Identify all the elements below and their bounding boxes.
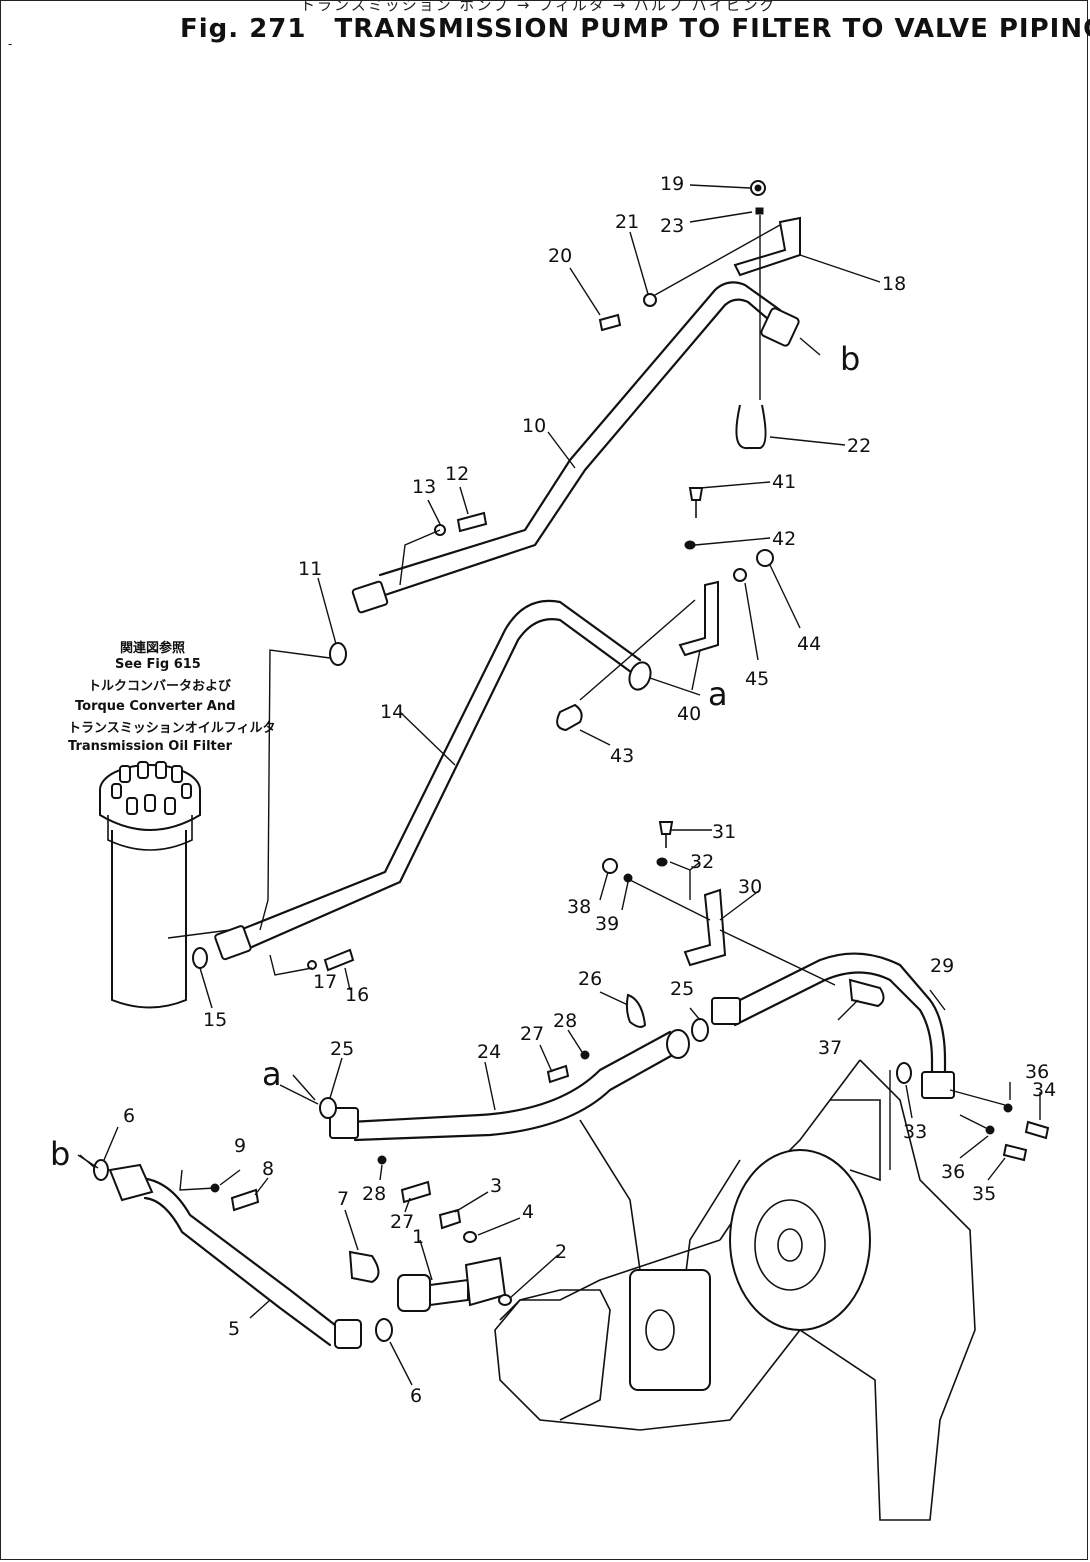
callout: 13 [412, 476, 436, 498]
callout: 36 [1025, 1061, 1049, 1083]
pump-elbow-1 [397, 1256, 507, 1312]
callout: 24 [477, 1041, 501, 1063]
corner-mark: - [8, 37, 12, 51]
callout: 45 [745, 668, 769, 690]
note-line-5: トランスミッションオイルフィルタ [68, 721, 275, 736]
callout: 21 [615, 211, 639, 233]
callout: 20 [548, 245, 572, 267]
clamp-43 [556, 703, 583, 732]
callout: 10 [522, 415, 546, 437]
clamp-37 [848, 978, 885, 1008]
callout: 32 [690, 851, 714, 873]
callout: 2 [555, 1241, 567, 1263]
clamp-7 [348, 1250, 380, 1284]
callout: 34 [1032, 1079, 1056, 1101]
callout: 33 [903, 1121, 927, 1143]
callout: 18 [882, 273, 906, 295]
hardware [93, 180, 1050, 1342]
reference-note: 関連図参照 See Fig 615 トルクコンバータおよび Torque Con… [68, 640, 275, 754]
callout: 26 [578, 968, 602, 990]
callout: 1 [412, 1226, 424, 1248]
callout: 39 [595, 913, 619, 935]
callout: 6 [410, 1385, 422, 1407]
title-japanese: トランスミッション ポンプ → フィルタ → バルブ パイピング [300, 0, 777, 14]
callout: 5 [228, 1318, 240, 1340]
callout: 9 [234, 1135, 246, 1157]
callout: 31 [712, 821, 736, 843]
callout: 17 [313, 971, 337, 993]
note-line-1: 関連図参照 [120, 640, 185, 656]
clamp-26 [625, 993, 647, 1028]
figure-number: Fig. 271 [180, 14, 307, 44]
bracket-30 [683, 888, 727, 967]
callout: 44 [797, 633, 821, 655]
callout: 12 [445, 463, 469, 485]
leader-lines [77, 184, 1041, 1386]
callout: 23 [660, 215, 684, 237]
bracket-18 [733, 216, 801, 277]
oil-filter [99, 761, 201, 1009]
callout: 16 [345, 984, 369, 1006]
callout: 35 [972, 1183, 996, 1205]
callout: 37 [818, 1037, 842, 1059]
hose-5 [108, 1163, 362, 1349]
callout: 15 [203, 1009, 227, 1031]
callout: 4 [522, 1201, 534, 1223]
callout: 28 [362, 1183, 386, 1205]
callout: 38 [567, 896, 591, 918]
note-line-3: トルクコンバータおよび [88, 679, 232, 694]
pipe-29 [711, 952, 955, 1099]
callout: 43 [610, 745, 634, 767]
callout: 11 [298, 558, 322, 580]
mark-a-lower: a [262, 1055, 282, 1093]
note-line-2: See Fig 615 [115, 657, 201, 672]
pipe-10 [351, 281, 800, 614]
callout: 8 [262, 1158, 274, 1180]
connection-marks: b a a b [50, 340, 860, 1173]
callout: 36 [941, 1161, 965, 1183]
note-line-6: Transmission Oil Filter [68, 739, 233, 754]
callout: 30 [738, 876, 762, 898]
callout: 40 [677, 703, 701, 725]
mark-a-upper: a [708, 675, 728, 713]
callout: 19 [660, 173, 684, 195]
callout: 27 [520, 1023, 544, 1045]
callout: 7 [337, 1188, 349, 1210]
callout: 14 [380, 701, 404, 723]
clamp-22 [735, 404, 767, 450]
pipe-14 [214, 599, 652, 961]
callout: 41 [772, 471, 796, 493]
callout: 25 [670, 978, 694, 1000]
transmission-housing [494, 1059, 976, 1521]
pipe-24 [329, 1029, 690, 1142]
callout: 29 [930, 955, 954, 977]
callout: 22 [847, 435, 871, 457]
note-line-4: Torque Converter And [75, 699, 235, 714]
figure-title-text: TRANSMISSION PUMP TO FILTER TO VALVE PIP… [334, 14, 1090, 44]
mark-b-lower: b [50, 1135, 70, 1173]
callout: 25 [330, 1038, 354, 1060]
callout-numbers: 1 2 3 4 5 6 6 7 8 9 10 11 12 13 14 15 16… [123, 173, 1056, 1407]
figure-title: Fig. 271 TRANSMISSION PUMP TO FILTER TO V… [180, 14, 1090, 44]
bracket-40 [678, 580, 719, 657]
callout: 3 [490, 1175, 502, 1197]
mark-b-upper: b [840, 340, 860, 378]
callout: 6 [123, 1105, 135, 1127]
callout: 28 [553, 1010, 577, 1032]
callout: 27 [390, 1211, 414, 1233]
callout: 42 [772, 528, 796, 550]
